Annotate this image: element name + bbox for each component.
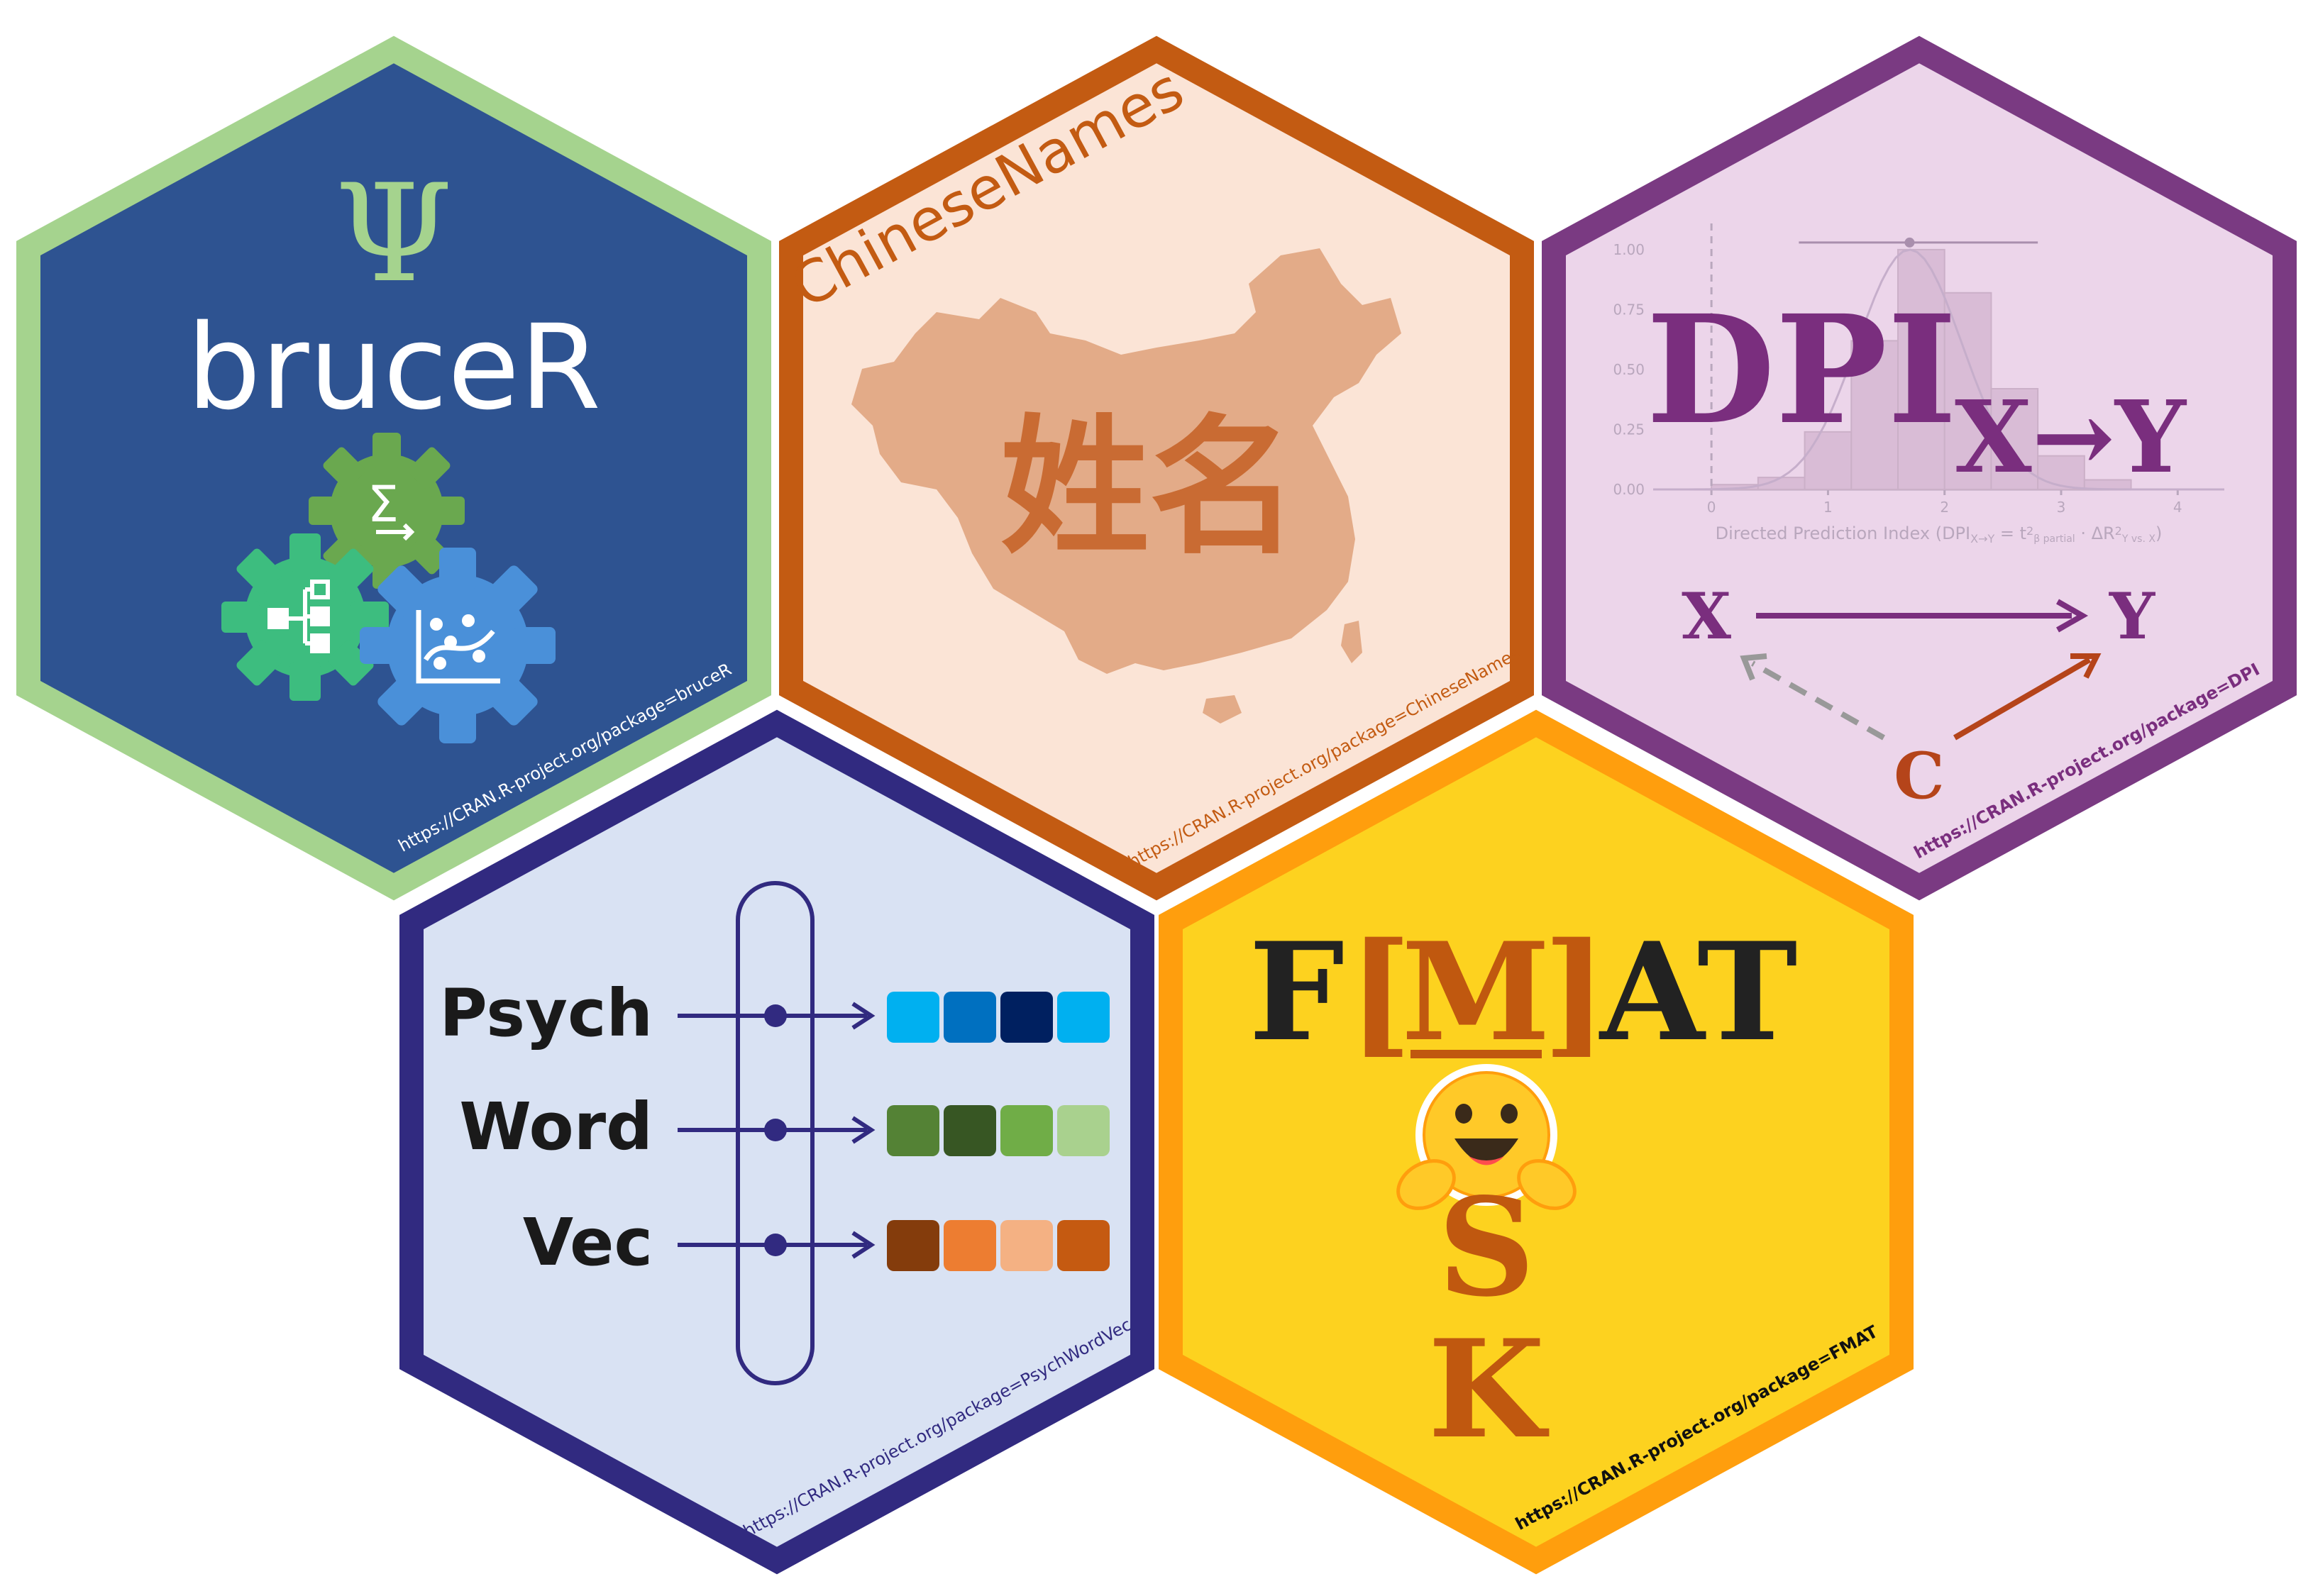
dpi-histogram-bar <box>2037 455 2085 491</box>
fmat-letter-m: M <box>1401 913 1550 1071</box>
dpi-title-sub: X→Y <box>1955 379 2187 496</box>
dpi-x-tick-label: 3 <box>2057 499 2066 516</box>
dpi-x-axis-label: Directed Prediction Index (DPIX→Y = t2β … <box>1716 523 2163 545</box>
sigma-gear-icon: Σ <box>309 433 465 589</box>
fmat-m-underline <box>1411 1050 1542 1058</box>
dpi-arrow-c-to-y <box>1953 653 2102 741</box>
dpi-y-tick-label: 0.00 <box>1613 481 1645 498</box>
vector-cell <box>1057 1105 1110 1156</box>
dpi-y-tick-label: 0.50 <box>1613 361 1645 378</box>
psychwordvec-hex-border <box>399 709 1154 1575</box>
word-psych: Psych <box>439 975 653 1051</box>
word-row-psych: Psych <box>439 975 1110 1051</box>
dpi-x-tick-label: 2 <box>1940 499 1949 516</box>
word-word: Word <box>459 1089 653 1165</box>
psychwordvec-hex: Psych Word Vec https://CRAN.R-project.or… <box>399 709 1154 1575</box>
fmat-letter-f: F <box>1249 913 1345 1071</box>
word-vec: Vec <box>523 1204 653 1280</box>
flowchart-gear-icon <box>221 533 389 701</box>
fmat-letter-s: S <box>1437 1168 1535 1326</box>
taiwan-island <box>1341 621 1362 663</box>
dpi-density-curve <box>1653 248 2224 491</box>
vector-cell <box>887 992 939 1043</box>
vector-cell <box>1000 992 1053 1043</box>
dpi-x-tick-label: 0 <box>1707 499 1716 516</box>
dpi-x-tick-label: 4 <box>2173 499 2182 516</box>
bruceR-hex: Ψ bruceR Σ <box>16 35 771 901</box>
word-row-vec: Vec <box>523 1204 1110 1280</box>
dpi-y-tick-label: 0.75 <box>1613 301 1645 318</box>
dpi-point-estimate <box>1904 237 1915 248</box>
chinesenames-chars: 姓名 <box>1000 401 1298 575</box>
dpi-y-tick-label: 1.00 <box>1613 241 1645 258</box>
svg-text:Σ: Σ <box>368 475 399 533</box>
dpi-node-y: Y <box>2109 579 2156 654</box>
chart-gear-icon <box>360 548 556 743</box>
chinesenames-hex: ChineseNames 姓名 https://CRAN.R-project.o… <box>779 35 1534 901</box>
word-row-word: Word <box>459 1089 1110 1165</box>
vector-cell <box>887 1220 939 1271</box>
vector-cell <box>1057 992 1110 1043</box>
fmat-letter-k: K <box>1428 1310 1549 1468</box>
dpi-node-c: C <box>1894 738 1945 814</box>
dpi-arrow-c-to-x <box>1740 653 1885 741</box>
dpi-x-tick-label: 1 <box>1823 499 1833 516</box>
dpi-arrow-x-to-y <box>1756 599 2089 633</box>
dpi-histogram-bar <box>1897 248 1945 490</box>
dpi-histogram-bar <box>1943 292 1992 490</box>
fmat-letters-at: AT <box>1599 913 1797 1071</box>
vector-cell <box>887 1105 939 1156</box>
embedding-layer-capsule <box>736 881 815 1385</box>
china-map-shape <box>851 248 1401 674</box>
fmat-hex: F [ M ] AT S K https://CRAN.R-project.or… <box>1159 709 1914 1575</box>
vector-cell <box>1000 1105 1053 1156</box>
vector-cell <box>1057 1220 1110 1271</box>
hainan-island <box>1203 695 1242 724</box>
fmat-title: F [ M ] AT <box>1249 913 1797 1071</box>
fmat-bracket-right: ] <box>1543 913 1607 1071</box>
bruceR-title: bruceR <box>187 299 601 436</box>
vector-cell <box>1000 1220 1053 1271</box>
dpi-node-x: X <box>1682 579 1731 654</box>
vector-cell <box>944 992 996 1043</box>
dpi-title-main: DPI <box>1646 282 1957 458</box>
dpi-y-tick-label: 0.25 <box>1613 421 1645 438</box>
bruceR-psi-symbol: Ψ <box>335 155 453 312</box>
dpi-histogram-bar <box>1804 431 1853 490</box>
hugging-face-emoji-icon <box>1396 1064 1577 1210</box>
vector-cell <box>944 1220 996 1271</box>
fmat-bracket-left: [ <box>1348 913 1412 1071</box>
vector-cell <box>944 1105 996 1156</box>
